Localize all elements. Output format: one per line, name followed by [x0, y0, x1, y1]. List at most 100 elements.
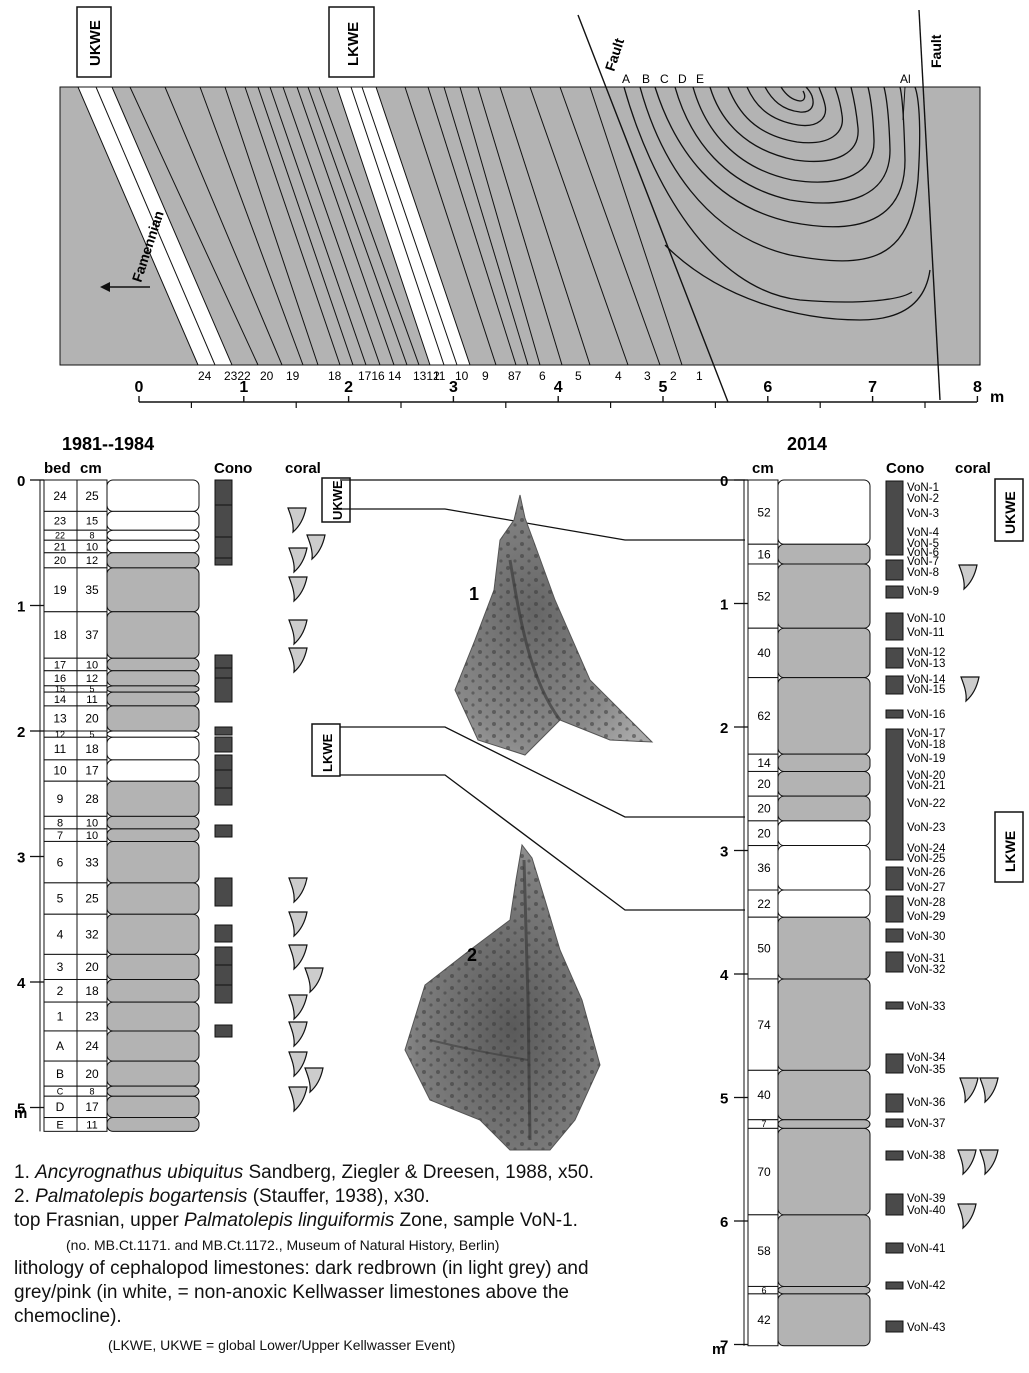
- scale-tick-label: 2: [344, 379, 353, 396]
- lithology-bed: [778, 628, 870, 677]
- conodont-sample: [215, 558, 232, 565]
- caption-line-3: top Frasnian, upper Palmatolepis linguif…: [14, 1209, 578, 1233]
- cross-section: Fault Fault ABCDE Al UKWE LKWE Famennian…: [60, 7, 1004, 408]
- lithology-bed: [778, 1294, 870, 1346]
- bed-number: 20: [54, 555, 66, 567]
- bed-thickness: 24: [85, 1039, 99, 1053]
- scale-tick-label: 7: [868, 379, 877, 396]
- lithology-bed: [107, 841, 199, 882]
- section-bed-number: 6: [539, 369, 546, 383]
- conodont-sample: [215, 480, 232, 505]
- bed-thickness: 20: [85, 712, 99, 726]
- lithology-bed: [107, 737, 199, 760]
- sample-label: VoN-33: [907, 1001, 945, 1013]
- lithology-bed: [778, 564, 870, 628]
- sample-label: VoN-16: [907, 709, 945, 721]
- conodont-sample: [886, 1119, 903, 1127]
- fold-letter: E: [696, 72, 704, 86]
- conodont-sample: [215, 537, 232, 558]
- depth-label: 4: [17, 975, 26, 992]
- bed-number: 4: [57, 928, 64, 942]
- sample-label: VoN-13: [907, 658, 945, 670]
- caption-line-6: grey/pink (in white, = non-anoxic Kellwa…: [14, 1281, 569, 1305]
- lithology-bed: [107, 914, 199, 954]
- sample-label: VoN-11: [907, 627, 945, 639]
- conodont-sample: [886, 613, 903, 640]
- lithology-bed: [107, 511, 199, 530]
- bed-number: 7: [57, 830, 63, 842]
- bed-thickness: 62: [757, 709, 771, 723]
- left-col-bed: bed: [44, 460, 71, 477]
- caption-line-8: (LKWE, UKWE = global Lower/Upper Kellwas…: [108, 1336, 455, 1354]
- caption-1-taxon: Ancyrognathus ubiquitus: [35, 1162, 243, 1183]
- bed-number: D: [56, 1100, 65, 1114]
- caption-line-2: 2. Palmatolepis bogartensis (Stauffer, 1…: [14, 1185, 430, 1209]
- bed-thickness: 20: [757, 777, 771, 791]
- depth-label: 6: [720, 1214, 728, 1231]
- bed-thickness: 12: [86, 555, 98, 567]
- depth-label: 4: [720, 967, 729, 984]
- lithology-bed: [778, 1215, 870, 1287]
- right-col-cm: cm: [752, 460, 774, 477]
- bed-thickness: 17: [85, 1100, 99, 1114]
- section-bed-number: 2: [670, 369, 677, 383]
- conodont-sample: [215, 755, 232, 770]
- left-col-coral: coral: [285, 460, 321, 477]
- lithology-bed: [107, 568, 199, 612]
- bed-thickness: 18: [85, 984, 99, 998]
- conodont-sample: [215, 1025, 232, 1037]
- bed-number: E: [56, 1119, 63, 1131]
- bed-number: 14: [54, 694, 66, 706]
- coral-icon: [959, 565, 977, 589]
- conodont-sample: [886, 1054, 903, 1073]
- bed-thickness: 8: [89, 1086, 94, 1096]
- left-depth-axis: 012345m: [14, 473, 44, 1131]
- lithology-bed: [778, 771, 870, 796]
- right-ukwe-label: UKWE: [1002, 491, 1018, 534]
- bed-thickness: 40: [757, 1088, 771, 1102]
- conodont-sample: [215, 788, 232, 805]
- conodont-sample: [215, 985, 232, 1003]
- section-bed-number: 9: [482, 369, 489, 383]
- left-lkwe-label: LKWE: [320, 733, 335, 772]
- bed-thickness: 32: [85, 928, 99, 942]
- bed-thickness: 10: [86, 817, 98, 829]
- bed-thickness: 22: [757, 897, 771, 911]
- sample-label: VoN-9: [907, 586, 939, 598]
- sample-label: VoN-22: [907, 798, 945, 810]
- coral-icon: [307, 535, 325, 559]
- sample-label: VoN-30: [907, 931, 945, 943]
- coral-icon: [289, 648, 307, 672]
- bed-thickness: 40: [757, 646, 771, 660]
- sample-label: VoN-8: [907, 567, 939, 579]
- section-bed-number: 18: [328, 369, 342, 383]
- scale-tick-label: 4: [554, 379, 563, 396]
- fold-letter: A: [622, 72, 630, 86]
- sample-label: VoN-18: [907, 739, 945, 751]
- bed-number: 23: [54, 516, 66, 528]
- bed-number: 6: [57, 855, 64, 869]
- label-al: Al: [900, 72, 911, 86]
- coral-icon: [305, 968, 323, 992]
- specimen-2-label: 2: [467, 945, 477, 965]
- left-coral-column: [288, 508, 325, 1111]
- bed-thickness: 20: [85, 960, 99, 974]
- conodont-sample: [886, 481, 903, 555]
- lithology-bed: [107, 979, 199, 1002]
- right-lkwe-label: LKWE: [1002, 831, 1018, 872]
- depth-unit: m: [14, 1105, 27, 1122]
- coral-icon: [958, 1150, 976, 1174]
- scale-tick-label: 1: [239, 379, 248, 396]
- bed-thickness: 15: [86, 516, 98, 528]
- left-col-cm: cm: [80, 460, 102, 477]
- bed-thickness: 20: [85, 1067, 99, 1081]
- conodont-sample: [215, 825, 232, 837]
- caption-2-taxon: Palmatolepis bogartensis: [35, 1186, 247, 1207]
- coral-icon: [289, 945, 307, 969]
- sample-label: VoN-42: [907, 1280, 945, 1292]
- specimen-1-label: 1: [469, 584, 479, 604]
- coral-icon: [961, 677, 979, 701]
- bed-thickness: 11: [86, 1119, 97, 1131]
- coral-icon: [980, 1150, 998, 1174]
- scale-tick-label: 3: [449, 379, 458, 396]
